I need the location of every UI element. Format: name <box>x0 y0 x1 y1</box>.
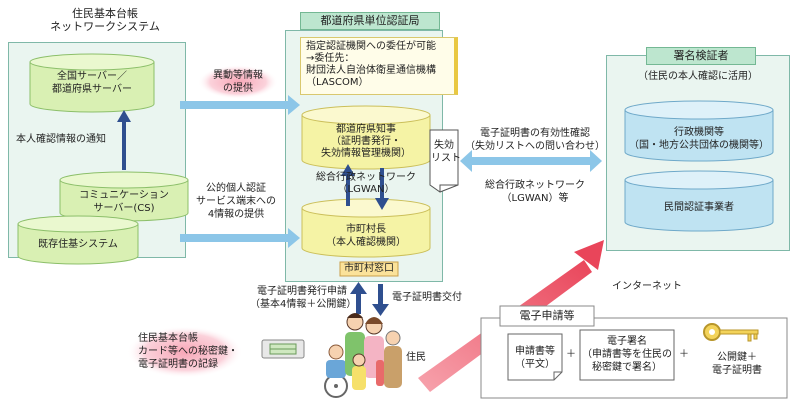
terminal-line1: 公的個人認証 <box>206 183 266 194</box>
revocation-list-document <box>429 129 459 193</box>
card-reader-icon <box>261 339 305 359</box>
governor-cylinder <box>301 105 431 170</box>
signature-box <box>579 329 675 381</box>
note-line3: 財団法人自治体衛星通信機構 <box>306 65 436 76</box>
note-line1: 指定認証機関への委任が可能 <box>306 41 436 52</box>
apply-line1: 電子証明書発行申請 <box>257 286 347 297</box>
mayor-line1: 市町村長 <box>346 224 386 235</box>
existing-system-cylinder <box>17 215 139 265</box>
private-ca-label: 民間認証事業者 <box>664 202 734 213</box>
revocation-list-line2: リスト <box>431 153 461 164</box>
validity-line2: （失効リストへの問い合わせ） <box>465 141 605 152</box>
national-server-line1: 全国サーバー／ <box>57 71 127 82</box>
sig-line3: 秘密鍵で署名） <box>592 362 662 373</box>
cs-line2: サーバー(CS) <box>93 203 155 214</box>
key-icon <box>703 323 759 342</box>
note-line2: →委任先： <box>306 53 355 64</box>
mayor-cylinder <box>301 198 431 258</box>
card-line1: 住民基本台帳 <box>138 333 198 344</box>
governor-line3: 失効情報管理機関） <box>321 148 411 159</box>
diff-info-glow <box>198 65 278 99</box>
counter-box <box>339 261 399 277</box>
apply-line2: （基本4情報＋公開鍵） <box>250 299 357 310</box>
mayor-line2: （本人確認機関） <box>326 237 406 248</box>
residents-label: 住民 <box>406 352 426 363</box>
diff-info-line1: 異動等情報 <box>213 70 263 81</box>
internet-label: インターネット <box>612 281 682 292</box>
gov-agency-line1: 行政機関等 <box>674 127 724 138</box>
key-line1: 公開鍵＋ <box>717 352 757 363</box>
application-title: 電子申請等 <box>519 309 575 322</box>
lgwan-line1: 総合行政ネットワーク <box>316 172 416 183</box>
lgwan-line2: （LGWAN） <box>337 184 395 195</box>
ca-title: 都道府県単位認証局 <box>300 12 440 30</box>
gov-agency-cylinder <box>624 100 774 162</box>
notify-label: 本人確認情報の通知 <box>16 134 106 145</box>
private-ca-cylinder <box>624 170 774 232</box>
sig-line1: 電子署名 <box>607 336 647 347</box>
diff-info-line2: の提供 <box>223 83 253 94</box>
terminal-info-arrow <box>180 228 300 248</box>
revocation-list-line1: 失効 <box>434 140 454 151</box>
cs-server-cylinder <box>59 171 189 222</box>
left-title-line1: 住民基本台帳 <box>72 7 138 20</box>
lgwan-down-arrow <box>375 168 389 210</box>
sig-line2: （申請書等を住民の <box>582 349 672 360</box>
verifier-subtitle: （住民の本人確認に活用） <box>638 71 758 82</box>
delegation-note-box <box>300 37 458 95</box>
lgwan-etc-line2: （LGWAN）等 <box>501 193 569 204</box>
application-title-box <box>499 305 595 327</box>
issue-label: 電子証明書交付 <box>392 292 462 303</box>
card-line2: カード等への秘密鍵・ <box>138 346 238 357</box>
governor-line1: 都道府県知事 <box>336 124 396 135</box>
counter-label: 市町村窓口 <box>344 263 394 274</box>
verifier-title: 署名検証者 <box>646 47 756 65</box>
lgwan-etc-line1: 総合行政ネットワーク <box>485 180 585 191</box>
plus-sign-2: ＋ <box>679 349 689 360</box>
doc-line1: 申請書等 <box>515 346 555 357</box>
plain-document-icon <box>507 333 563 381</box>
note-line4: （LASCOM） <box>306 77 369 88</box>
left-title-line2: ネットワークシステム <box>50 20 160 33</box>
terminal-line2: サービス端末への <box>196 196 276 207</box>
card-record-glow <box>127 326 243 378</box>
notify-arrow <box>117 110 131 170</box>
key-line2: 電子証明書 <box>712 365 762 376</box>
diff-info-arrow <box>180 95 300 115</box>
terminal-line3: 4情報の提供 <box>207 209 265 220</box>
gov-agency-line2: （国・地方公共団体の機関等） <box>629 140 769 151</box>
national-server-cylinder <box>29 53 155 113</box>
residents-family-icon <box>324 313 402 398</box>
issue-arrow <box>372 284 389 316</box>
national-server-line2: 都道府県サーバー <box>52 84 132 95</box>
cs-line1: コミュニケーション <box>79 190 169 201</box>
validity-line1: 電子証明書の有効性確認 <box>480 128 590 139</box>
validity-double-arrow <box>460 150 602 172</box>
plus-sign-1: ＋ <box>566 349 576 360</box>
existing-system-label: 既存住基システム <box>38 239 118 250</box>
lgwan-up-arrow <box>341 164 355 206</box>
governor-line2: （証明書発行・ <box>331 136 401 147</box>
doc-line2: （平文） <box>515 359 555 370</box>
card-line3: 電子証明書の記録 <box>138 359 218 370</box>
apply-arrow <box>350 282 367 314</box>
